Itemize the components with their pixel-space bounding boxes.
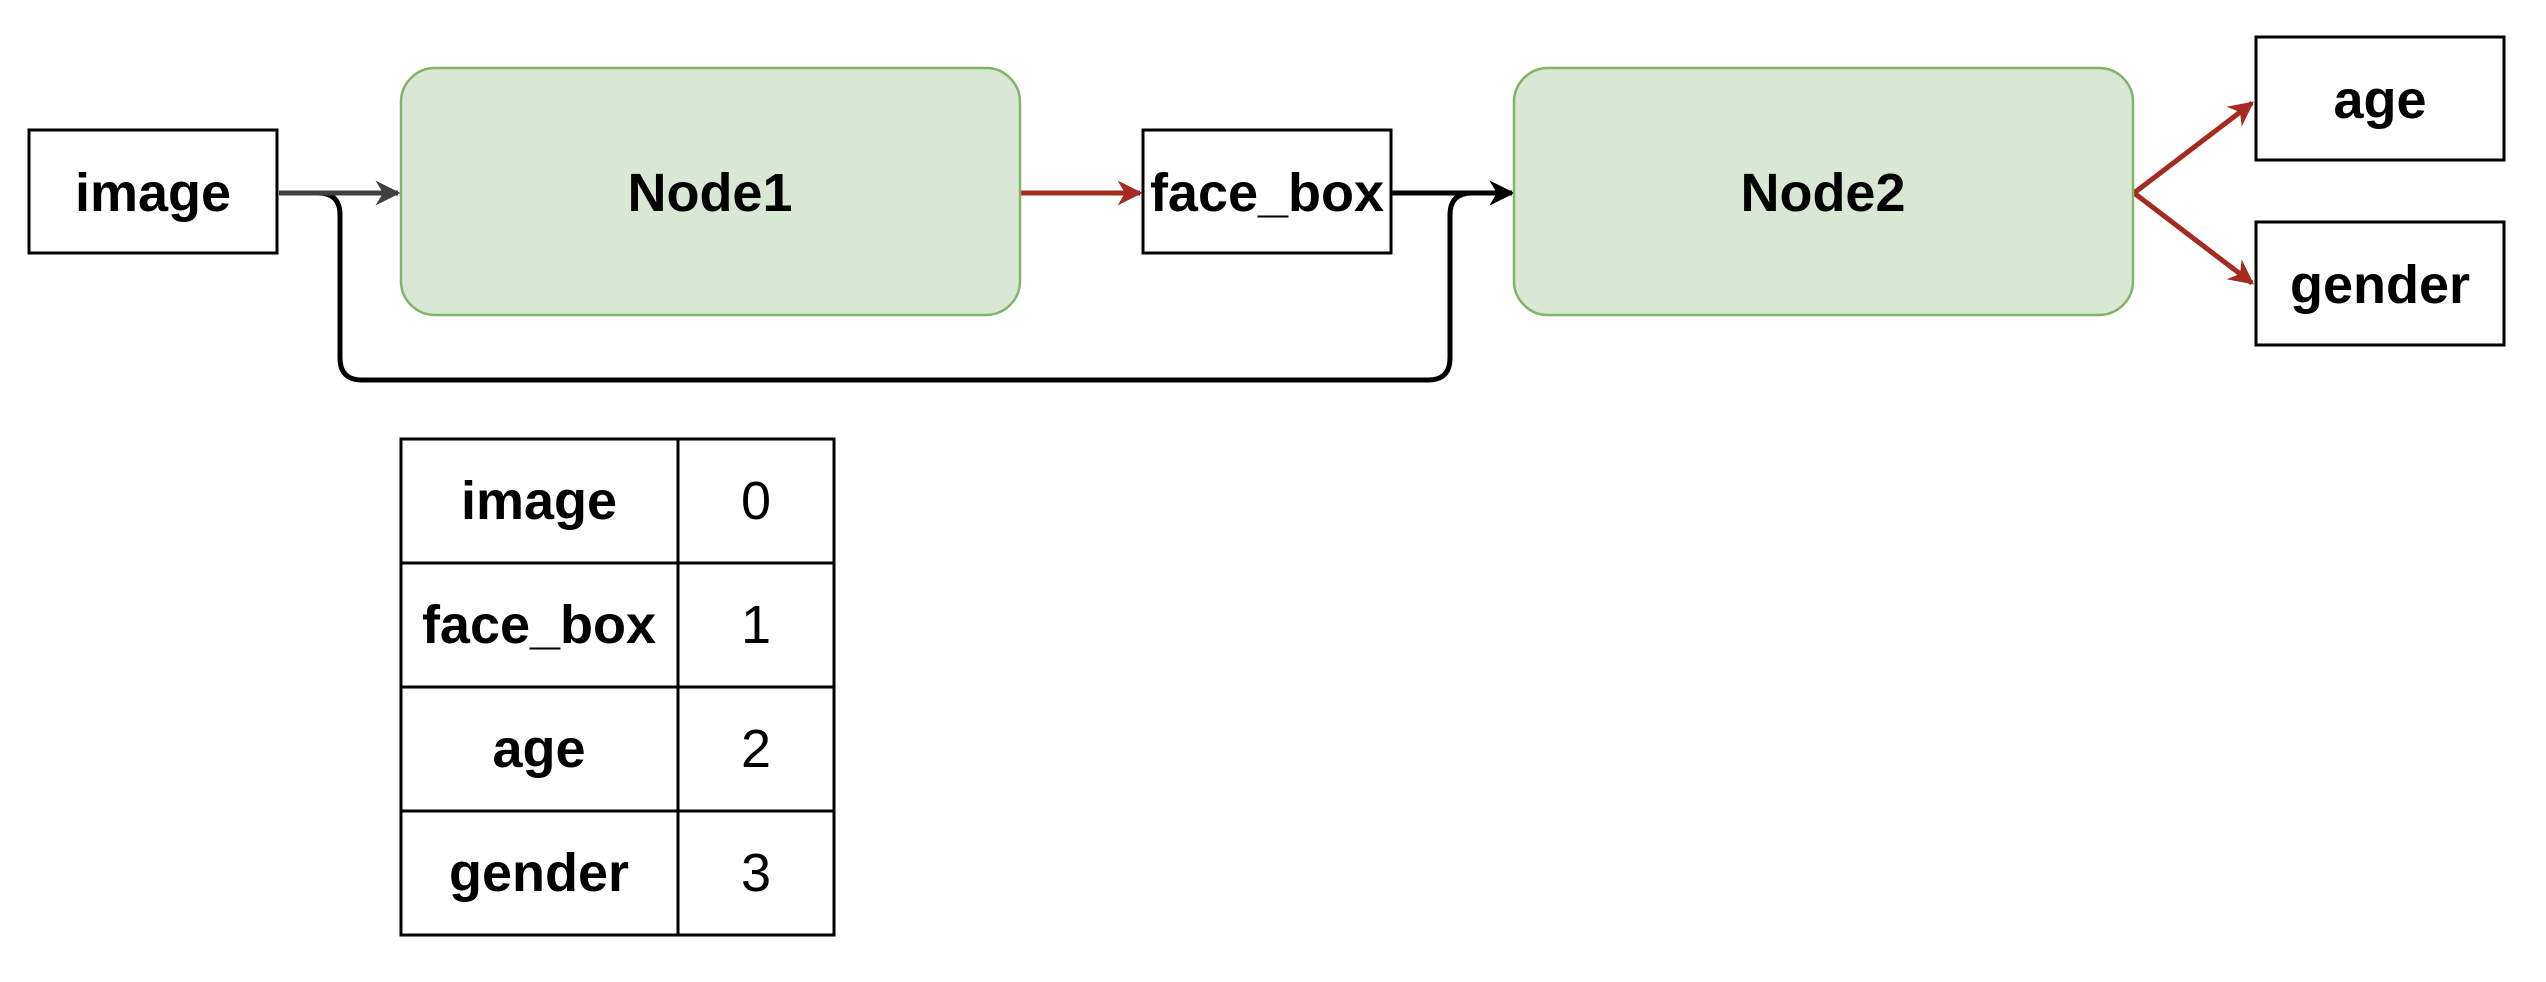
- index-table-index-cell: 2: [741, 719, 771, 779]
- index-table-index-cell: 0: [741, 471, 771, 531]
- index-table-name-cell: age: [492, 719, 585, 779]
- face-box-box: face_box: [1141, 128, 1393, 255]
- index-table-name-cell: face_box: [422, 595, 656, 655]
- output-age-box: age: [2254, 35, 2506, 162]
- edge-node2-to-age: [2132, 101, 2254, 195]
- output-gender-box: gender: [2254, 220, 2506, 347]
- output-age-label: age: [2333, 70, 2426, 130]
- output-gender-label: gender: [2290, 255, 2470, 315]
- face-box-label: face_box: [1150, 163, 1384, 223]
- input-image-box: image: [27, 128, 279, 255]
- node1-label: Node1: [627, 163, 792, 223]
- index-table-name-cell: gender: [449, 843, 629, 903]
- index-table-row: gender 3: [399, 809, 836, 937]
- node1-box: Node1: [399, 66, 1022, 317]
- index-table-index-cell: 3: [741, 843, 771, 903]
- index-table-row: age 2: [399, 685, 836, 813]
- node2-box: Node2: [1512, 66, 2135, 317]
- index-table: image 0 face_box 1 age 2 gender 3: [399, 437, 836, 937]
- edge-node2-to-gender: [2132, 191, 2254, 285]
- input-image-label: image: [75, 163, 231, 223]
- index-table-name-cell: image: [461, 471, 617, 531]
- edge-image-to-node2: [279, 180, 1515, 383]
- index-table-row: image 0: [399, 437, 836, 565]
- index-table-row: face_box 1: [399, 561, 836, 689]
- index-table-index-cell: 1: [741, 595, 771, 655]
- node2-label: Node2: [1740, 163, 1905, 223]
